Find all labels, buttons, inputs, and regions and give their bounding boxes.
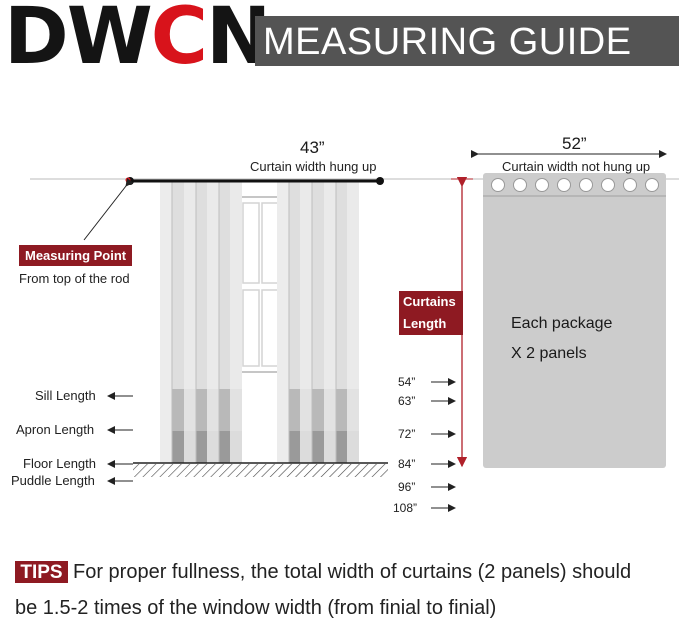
tips-badge: TIPS [15,561,68,583]
hung-width-caption: Curtain width hung up [250,159,377,174]
unhung-panel [483,173,666,468]
curtains-length-line1: Curtains [403,294,456,309]
hung-width-value: 43” [300,138,325,157]
measuring-point-caption: From top of the rod [19,271,130,286]
left-curtain-panel [160,182,242,463]
measuring-point-arrow [83,178,134,241]
tips-line-2: be 1.5-2 times of the window width (from… [15,597,497,619]
tips-line-1: For proper fullness, the total width of … [73,561,632,583]
length-value-arrows [431,378,456,512]
package-line2: X 2 panels [511,345,587,362]
grommet-ring [491,178,505,192]
logo-dark-text: DW [4,0,153,82]
apron-length-label: Apron Length [16,422,95,437]
package-line1: Each package [511,315,613,332]
curtains-length-badge: Curtains Length [399,291,463,335]
floor [133,462,388,477]
page-title: MEASURING GUIDE [263,21,632,63]
puddle-length-label: Puddle Length [11,473,95,488]
title-bar [255,16,679,66]
length-value-108: 108” [393,501,418,515]
length-value-96: 96” [398,480,416,494]
measuring-point-dot [125,177,131,183]
length-value-63: 63” [398,394,416,408]
unhung-width-value: 52” [562,134,587,153]
window-frame [237,196,284,373]
length-type-arrows [107,392,133,485]
curtain-diagram [30,150,679,512]
logo-red-text: C [150,0,208,82]
right-curtain-panel [277,182,359,463]
measuring-point-badge: Measuring Point [19,245,133,266]
grommet-ring [601,178,615,192]
length-value-54: 54” [398,375,416,389]
unhung-width-caption: Curtain width not hung up [502,159,651,174]
grommet-ring [645,178,659,192]
grommet-ring [557,178,571,192]
sill-length-label: Sill Length [35,388,96,403]
curtains-length-line2: Length [403,316,447,331]
length-value-84: 84” [398,457,416,471]
grommet-ring [513,178,527,192]
grommet-ring [535,178,549,192]
length-value-72: 72” [398,427,416,441]
grommet-ring [623,178,637,192]
floor-length-label: Floor Length [23,456,96,471]
grommet-ring [579,178,593,192]
